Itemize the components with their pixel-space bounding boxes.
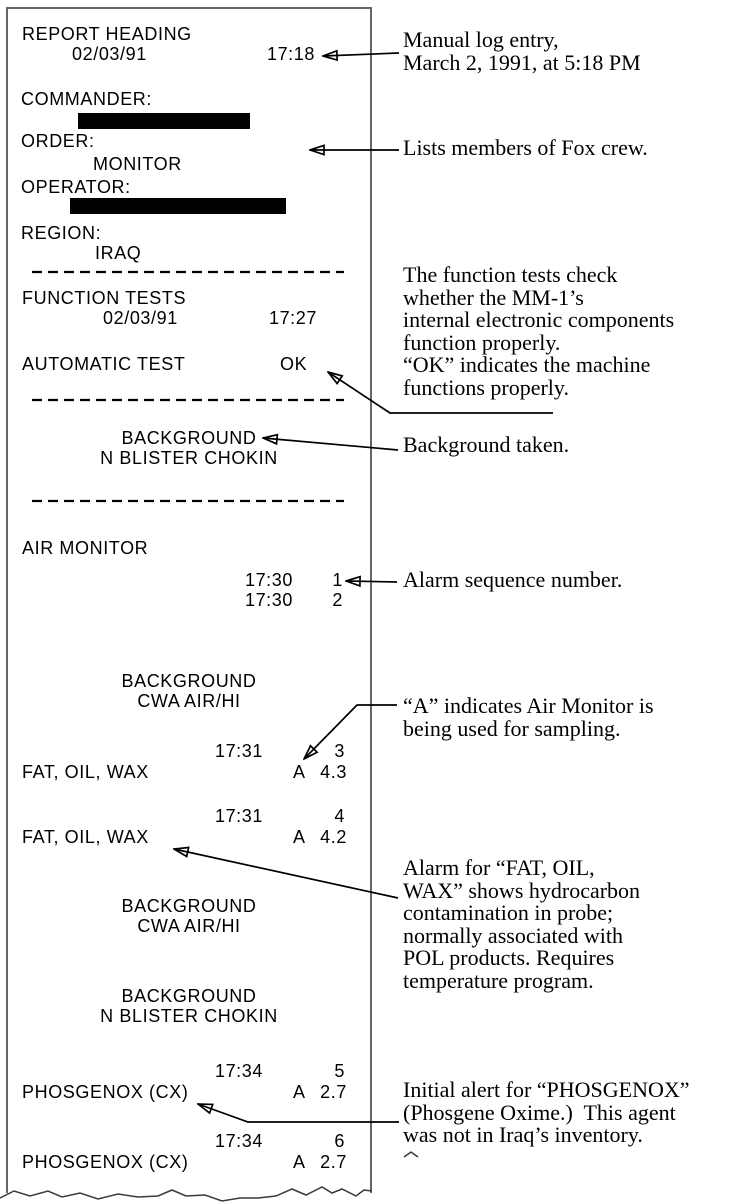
printout-tape-frame (6, 7, 372, 1193)
note-fat-oil-wax: Alarm for “FAT, OIL, WAX” shows hydrocar… (403, 855, 641, 993)
background-agents: CWA AIR/HI (137, 691, 241, 711)
paper-tear-mark (403, 1151, 419, 1158)
alarm-seq: 5 (334, 1061, 345, 1081)
background-line: BACKGROUND (121, 896, 257, 916)
note-function-tests: The function tests check whether the MM-… (403, 262, 675, 400)
report-time: 17:18 (266, 44, 315, 64)
alarm-agent: FAT, OIL, WAX (22, 762, 149, 782)
report-heading-title: REPORT HEADING (22, 24, 192, 44)
note-manual-log-entry: Manual log entry, March 2, 1991, at 5:18… (403, 27, 641, 75)
event-time: 17:30 (244, 570, 293, 590)
region-value: IRAQ (95, 243, 142, 263)
operator-label: OPERATOR: (21, 177, 131, 197)
order-label: ORDER: (21, 131, 95, 151)
background-agents: N BLISTER CHOKIN (100, 1006, 278, 1026)
alarm-time: 17:34 (214, 1061, 263, 1081)
alarm-value: 4.3 (320, 762, 347, 782)
redacted-commander-name (78, 113, 250, 129)
alarm-value: 4.2 (320, 827, 347, 847)
alarm-mode: A (293, 1152, 306, 1172)
alarm-time: 17:31 (214, 741, 263, 761)
function-tests-time: 17:27 (268, 308, 317, 328)
alarm-time: 17:34 (214, 1131, 263, 1151)
automatic-test-result: OK (280, 354, 308, 374)
alarm-agent: PHOSGENOX (CX) (22, 1082, 189, 1102)
alarm-seq: 4 (334, 806, 345, 826)
function-tests-title: FUNCTION TESTS (22, 288, 187, 308)
alarm-agent: FAT, OIL, WAX (22, 827, 149, 847)
note-fox-crew: Lists members of Fox crew. (403, 135, 648, 160)
alarm-value: 2.7 (320, 1152, 347, 1172)
alarm-mode: A (293, 827, 306, 847)
note-air-monitor-a: “A” indicates Air Monitor is being used … (403, 693, 654, 741)
background-agents: CWA AIR/HI (137, 916, 241, 936)
background-line: BACKGROUND (121, 986, 257, 1006)
background-line: BACKGROUND (121, 428, 257, 448)
alarm-seq: 6 (334, 1131, 345, 1151)
report-date: 02/03/91 (72, 44, 147, 64)
alarm-mode: A (293, 762, 306, 782)
event-seq: 2 (332, 590, 343, 610)
alarm-time: 17:31 (214, 806, 263, 826)
note-alarm-sequence: Alarm sequence number. (403, 567, 623, 592)
alarm-seq: 3 (334, 741, 345, 761)
air-monitor-label: AIR MONITOR (22, 538, 149, 558)
automatic-test-label: AUTOMATIC TEST (22, 354, 186, 374)
redacted-operator-name (70, 198, 286, 214)
event-time: 17:30 (244, 590, 293, 610)
function-tests-date: 02/03/91 (103, 308, 178, 328)
alarm-value: 2.7 (320, 1082, 347, 1102)
region-label: REGION: (21, 223, 102, 243)
note-background-taken: Background taken. (403, 432, 570, 457)
background-agents: N BLISTER CHOKIN (100, 448, 278, 468)
alarm-mode: A (293, 1082, 306, 1102)
note-phosgenox: Initial alert for “PHOSGENOX” (Phosgene … (403, 1077, 690, 1147)
commander-label: COMMANDER: (21, 89, 152, 109)
background-line: BACKGROUND (121, 671, 257, 691)
event-seq: 1 (332, 570, 343, 590)
alarm-agent: PHOSGENOX (CX) (22, 1152, 189, 1172)
order-value: MONITOR (93, 154, 182, 174)
